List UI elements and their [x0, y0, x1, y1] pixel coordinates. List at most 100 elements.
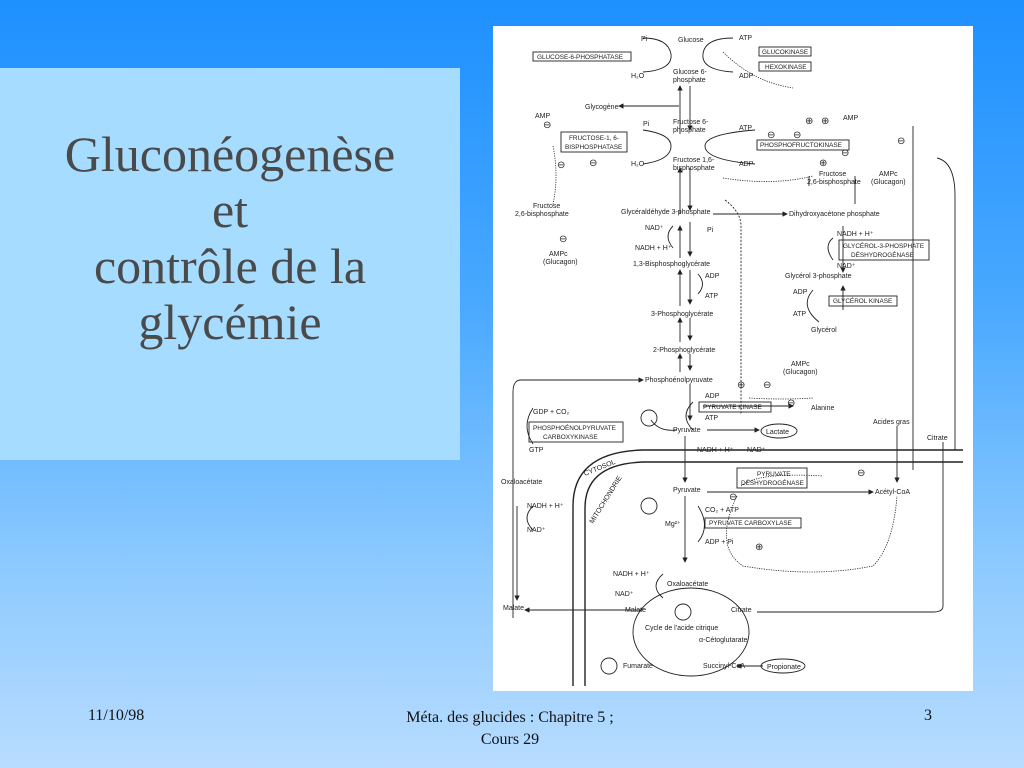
enzyme-box	[828, 295, 898, 307]
transport-circle	[600, 657, 618, 675]
metabolite-label: Pyruvate	[673, 487, 701, 494]
metabolite-label: NAD⁺	[837, 263, 856, 270]
metabolite-label: NADH + H⁺	[527, 503, 564, 510]
metabolite-label: Mg²⁺	[665, 521, 681, 528]
enzyme-label: GLUCOSE-6-PHOSPHATASE	[537, 54, 623, 61]
reaction-curve	[526, 505, 534, 531]
metabolite-label: 1,3-Bisphosphoglycérate	[633, 261, 710, 268]
enzyme-label: DÉSHYDROGÉNASE	[741, 478, 804, 487]
metabolite-label: 2-Phosphoglycérate	[653, 347, 715, 354]
regulation-line	[724, 199, 742, 414]
metabolite-label: ADP	[705, 273, 720, 280]
inhibition-symbol: ⊖	[857, 468, 865, 479]
metabolite-label: Fructose 6-	[673, 119, 709, 126]
reaction-curve	[702, 37, 734, 73]
metabolite-label: Phosphoénolpyruvate	[645, 377, 713, 384]
enzyme-label: PHOSPHOÉNOLPYRUVATE	[533, 423, 616, 432]
metabolite-label: ADP	[793, 289, 808, 296]
activation-symbol: ⊕	[821, 116, 829, 127]
metabolite-label: Pi	[641, 36, 648, 43]
metabolite-label: Malate	[503, 605, 524, 612]
metabolite-label: α-Cétoglutarate	[699, 637, 748, 644]
activation-symbol: ⊕	[805, 116, 813, 127]
metabolite-label: NAD⁺	[645, 225, 664, 232]
metabolite-label: 2,6-bisphosphate	[807, 179, 861, 186]
reaction-curve	[512, 379, 522, 393]
metabolite-label: Lactate	[766, 429, 789, 436]
reaction-curve	[697, 273, 703, 295]
title-line: et	[211, 182, 249, 238]
activation-symbol: ⊕	[819, 158, 827, 169]
metabolite-label: Pi	[643, 121, 650, 128]
mitochondrial-membrane	[572, 449, 963, 686]
metabolite-label: Acétyl-CoA	[875, 489, 910, 496]
metabolite-label: CO₂ + ATP	[705, 507, 739, 514]
enzyme-box	[704, 517, 802, 529]
metabolite-label: NAD⁺	[747, 447, 766, 454]
metabolite-label: Citrate	[927, 435, 948, 442]
regulation-wavy	[726, 495, 898, 573]
transport-circle	[640, 497, 658, 515]
reaction-curve	[806, 289, 820, 323]
footer-course-line: Cours 29	[480, 731, 540, 748]
enzyme-box	[758, 61, 812, 72]
metabolite-label: Acides gras	[873, 419, 910, 426]
metabolite-label: Cycle de l'acide citrique	[645, 625, 718, 632]
citric-acid-cycle	[632, 587, 750, 677]
inhibition-symbol: ⊖	[763, 380, 771, 391]
metabolite-label: phosphate	[673, 77, 706, 84]
metabolite-label: Glycéraldéhyde 3-phosphate	[621, 209, 711, 216]
metabolite-label: AMPc	[549, 251, 568, 258]
regulation-wavy	[722, 175, 814, 182]
reaction-curve	[655, 573, 664, 599]
metabolite-label: H₂O	[631, 73, 645, 80]
footer-course-line: Méta. des glucides : Chapitre 5 ;	[406, 709, 614, 726]
metabolite-label: Fructose	[533, 203, 560, 210]
metabolite-label: Fructose	[819, 171, 846, 178]
propionate-node	[760, 658, 806, 674]
metabolite-label: NAD⁺	[615, 591, 634, 598]
enzyme-box	[528, 421, 624, 443]
enzyme-label: CARBOXYKINASE	[543, 434, 598, 441]
enzyme-box	[532, 51, 632, 62]
metabolite-label: Dihydroxyacétone phosphate	[789, 211, 880, 218]
metabolite-label: ATP	[793, 311, 806, 318]
inhibition-symbol: ⊖	[787, 398, 795, 409]
reaction-curve	[827, 237, 834, 261]
metabolite-label: H₂O	[631, 161, 645, 168]
metabolite-label: AMPc	[791, 361, 810, 368]
metabolite-label: GDP + CO₂	[533, 409, 570, 416]
regulation-line	[936, 157, 956, 450]
metabolite-label: Glycogène	[585, 104, 619, 111]
metabolite-label: Pi	[707, 227, 714, 234]
enzyme-label: GLYCÉROL-3-PHOSPHATE	[843, 241, 924, 250]
metabolite-label: (Glucagon)	[871, 179, 906, 186]
metabolite-label: Pyruvate	[673, 427, 701, 434]
metabolite-label: ATP	[705, 293, 718, 300]
inhibition-symbol: ⊖	[793, 130, 801, 141]
metabolite-label: Malate	[625, 607, 646, 614]
enzyme-label: GLUCOKINASE	[762, 49, 808, 56]
slide-title: Gluconéogenèse et contrôle de la glycémi…	[0, 126, 460, 350]
activation-symbol: ⊕	[755, 542, 763, 553]
metabolite-label: Succinyl-CoA	[703, 663, 745, 670]
footer-page-number: 3	[924, 707, 932, 724]
metabolite-label: NAD⁺	[527, 527, 546, 534]
title-line: Gluconéogenèse	[64, 126, 396, 182]
metabolite-label: 3-Phosphoglycérate	[651, 311, 713, 318]
lactate-node	[760, 423, 798, 439]
inhibition-symbol: ⊖	[557, 160, 565, 171]
metabolite-label: NADH + H⁺	[635, 245, 672, 252]
enzyme-box	[838, 239, 930, 261]
enzyme-label: PHOSPHOFRUCTOKINASE	[760, 142, 842, 149]
metabolite-label: NADH + H⁺	[697, 447, 734, 454]
enzyme-label: FRUCTOSE-1, 6-	[569, 135, 619, 142]
footer-course: Méta. des glucides : Chapitre 5 ; Cours …	[330, 707, 690, 751]
enzyme-label: PYRUVATE	[757, 471, 791, 478]
metabolite-label: ATP	[705, 415, 718, 422]
metabolite-label: ADP	[705, 393, 720, 400]
metabolite-label: phosphate	[673, 127, 706, 134]
regulation-wavy	[552, 145, 557, 205]
metabolite-label: Fumarate	[623, 663, 653, 670]
metabolite-label: ATP	[739, 125, 752, 132]
